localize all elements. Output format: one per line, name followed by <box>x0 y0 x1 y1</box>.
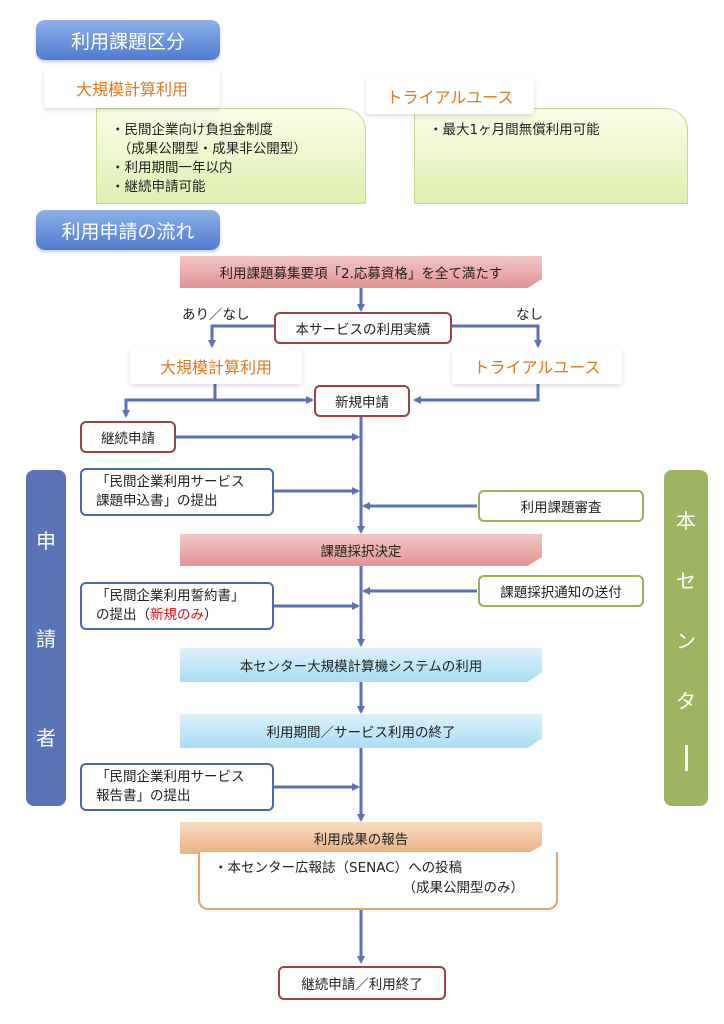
final-box: 継続申請／利用終了 <box>278 966 446 1000</box>
adoption-notice-box: 課題採択通知の送付 <box>478 575 644 607</box>
trial-branch: トライアルユース <box>452 348 622 384</box>
report-form-line-1: 「民間企業利用サービス <box>96 769 245 785</box>
applicant-char-1: 申 <box>36 528 56 553</box>
trial-title: トライアルユース <box>366 78 534 114</box>
results-report-bar: 利用成果の報告 <box>180 822 542 854</box>
large-line-2: （成果公開型・成果非公開型） <box>111 141 307 157</box>
pledge-box: 「民間企業利用誓約書」 の提出（新規のみ） <box>80 582 274 630</box>
senac-box: ・本センター広報誌（SENAC）への投稿 （成果公開型のみ） <box>198 852 558 910</box>
center-char-5 <box>684 744 688 771</box>
trial-line-1: ・最大1ヶ月間無償利用可能 <box>429 122 600 138</box>
prior-use-box: 本サービスの利用実績 <box>274 312 452 344</box>
large-scale-branch: 大規模計算利用 <box>130 348 302 384</box>
application-form-box: 「民間企業利用サービス 課題申込書」の提出 <box>80 468 274 516</box>
applicant-sidebar: 申 請 者 <box>26 470 66 806</box>
applicant-char-2: 請 <box>36 627 56 652</box>
requirement-bar: 利用課題募集要項「2.応募資格」を全て満たす <box>180 256 542 288</box>
large-scale-description: ・民間企業向け負担金制度 （成果公開型・成果非公開型） ・利用期間一年以内 ・継… <box>96 108 366 204</box>
branch-left-label: あり／なし <box>182 307 250 323</box>
large-line-1: ・民間企業向け負担金制度 <box>111 122 273 138</box>
branch-right-label: なし <box>516 307 543 323</box>
continued-application-box: 継続申請 <box>80 421 176 453</box>
center-char-1: 本 <box>676 509 696 534</box>
application-form-line-2: 課題申込書」の提出 <box>96 493 218 509</box>
pledge-line-1: 「民間企業利用誓約書」 <box>96 588 245 604</box>
new-application-box: 新規申請 <box>314 385 410 417</box>
pledge-new-only: 新規のみ <box>150 607 204 623</box>
section-flow: 利用申請の流れ <box>36 210 220 250</box>
pledge-line-2-post: ） <box>204 607 218 623</box>
pledge-line-2: の提出（新規のみ） <box>96 606 218 625</box>
adoption-bar: 課題採択決定 <box>180 534 542 566</box>
senac-line-2: （成果公開型のみ） <box>402 880 525 896</box>
application-form-line-1: 「民間企業利用サービス <box>96 474 245 490</box>
center-char-3: ン <box>676 628 696 653</box>
report-form-line-2: 報告書」の提出 <box>96 788 191 804</box>
end-of-use-bar: 利用期間／サービス利用の終了 <box>180 714 542 748</box>
review-box: 利用課題審査 <box>478 490 644 522</box>
system-use-bar: 本センター大規模計算機システムの利用 <box>180 648 542 682</box>
section-usage-category: 利用課題区分 <box>36 20 220 60</box>
center-char-4: タ <box>676 688 696 713</box>
large-line-4: ・継続申請可能 <box>111 179 206 195</box>
center-sidebar: 本 セ ン タ <box>664 470 708 806</box>
center-char-2: セ <box>676 569 696 594</box>
applicant-char-3: 者 <box>36 726 56 751</box>
report-form-box: 「民間企業利用サービス 報告書」の提出 <box>80 763 274 811</box>
trial-description: ・最大1ヶ月間無償利用可能 <box>414 108 688 204</box>
large-scale-title: 大規模計算利用 <box>44 68 220 108</box>
large-line-3: ・利用期間一年以内 <box>111 160 233 176</box>
pledge-line-2-pre: の提出（ <box>96 607 150 623</box>
senac-line-1: ・本センター広報誌（SENAC）への投稿 <box>214 860 463 876</box>
